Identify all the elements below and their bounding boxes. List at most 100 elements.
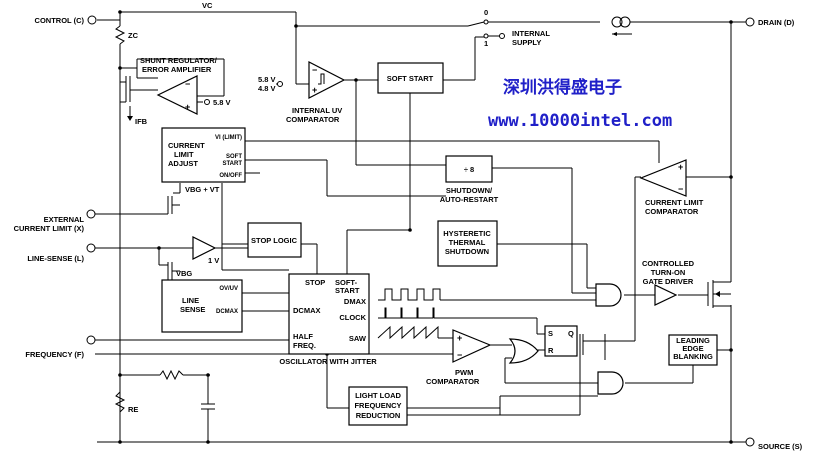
light-load-freq-block [348,386,408,426]
current-limit-adjust-block [161,127,246,183]
shunt-regulator-label-1: SHUNT REGULATOR/ [140,56,218,65]
osc-softstart-label-2: START [335,286,360,295]
clc-label-1: CURRENT LIMIT [645,198,704,207]
soft-start-label: SOFT START [387,74,434,83]
cla-label-1: CURRENT [168,141,205,150]
and-gate-bottom [597,371,624,395]
leb-label-1: LEADING [676,336,710,345]
osc-title-label: OSCILLATOR WITH JITTER [279,357,377,366]
shunt-ref-label: 5.8 V [213,98,231,107]
osc-saw-label: SAW [349,334,367,343]
leb-label-3: BLANKING [673,352,713,361]
ls-label-1: LINE [182,296,199,305]
stop-logic-label: STOP LOGIC [251,236,298,245]
switch-1-label: 1 [484,39,488,48]
stop-logic-block [247,222,302,258]
pwm-label-1: PWM [455,368,473,377]
re-label: RE [128,405,138,414]
ext-current-limit-label-2: CURRENT LIMIT (X) [14,224,85,233]
gate-driver [654,284,678,306]
drain-pin-label: DRAIN (D) [758,18,795,27]
thermal-shutdown-block [437,220,498,267]
ctgd-label-3: GATE DRIVER [643,277,694,286]
svg-text:+: + [312,85,317,95]
oscillator-block [288,273,370,355]
line-sense-pin-label: LINE-SENSE (L) [27,254,84,263]
llfr-label-2: FREQUENCY [354,401,401,410]
svg-text:−: − [678,184,683,194]
svg-text:+: + [678,162,683,172]
soft-start-block [377,62,444,94]
uv-ref-label-1: 5.8 V [258,75,276,84]
ctgd-label-1: CONTROLLED [642,259,695,268]
llfr-label-1: LIGHT LOAD [355,391,401,400]
vbg-vt-label: VBG + VT [185,185,220,194]
control-pin [87,15,97,25]
wires [95,11,746,443]
ls-label-2: SENSE [180,305,205,314]
svg-text:+: + [185,102,190,112]
svg-text:−: − [457,350,462,360]
clc-label-2: COMPARATOR [645,207,699,216]
internal-supply-label-2: SUPPLY [512,38,541,47]
line-sense-buffer [192,236,217,260]
internal-uv-comparator [308,61,346,99]
pwm-comparator [452,329,492,363]
ext-current-limit-label-1: EXTERNAL [44,215,85,224]
pins [86,15,755,447]
zc-label: ZC [128,31,139,40]
svg-text:−: − [185,79,190,89]
vc-label: VC [202,1,213,10]
svg-text:−: − [312,65,317,75]
cla-label-2: LIMIT [174,150,194,159]
or-gate [508,338,539,364]
leading-edge-blanking-block [668,334,718,366]
frequency-pin [86,335,96,345]
ls-ovuv-label: OV/UV [219,286,238,292]
hyst-label-1: HYSTERETIC [443,229,491,238]
control-pin-label: CONTROL (C) [35,16,85,25]
ff-q-label: Q [568,329,574,338]
cla-onoff-label: ON/OFF [219,173,242,179]
hyst-label-3: SHUTDOWN [445,247,489,256]
osc-dmax-label: DMAX [344,297,366,306]
shutdown-label-1: SHUTDOWN/ [446,186,493,195]
uv-comparator-label-2: COMPARATOR [286,115,340,124]
switch-0-label: 0 [484,8,488,17]
hyst-label-2: THERMAL [449,238,486,247]
current-limit-comparator [639,159,687,197]
divide-by-8-label: ÷ 8 [464,165,474,174]
ff-s-label: S [548,329,553,338]
svg-text:+: + [457,333,462,343]
leb-label-2: EDGE [682,344,703,353]
uv-comparator-label-1: INTERNAL UV [292,106,342,115]
cla-softstart-label-2: START [222,161,242,167]
junctions [118,10,733,444]
osc-clock-label: CLOCK [339,313,366,322]
watermark-url: www.10000intel.com [488,111,672,131]
shunt-regulator-label-2: ERROR AMPLIFIER [142,65,212,74]
osc-half-label-2: FREQ. [293,341,316,350]
ctgd-label-2: TURN-ON [651,268,686,277]
uv-ref-label-2: 4.8 V [258,84,276,93]
source-pin-label: SOURCE (S) [758,442,803,451]
osc-softstart-label-1: SOFT- [335,278,358,287]
ref-1v-label: 1 V [208,256,219,265]
line-sense-block [161,279,243,333]
source-pin [745,437,755,447]
osc-half-label-1: HALF [293,332,313,341]
cla-label-3: ADJUST [168,159,198,168]
ifb-label: IFB [135,117,148,126]
and-gate-top [595,283,622,307]
llfr-label-3: REDUCTION [356,411,401,420]
shunt-error-amplifier [156,75,198,115]
osc-dcmax-in-label: DCMAX [293,306,321,315]
osc-stop-label: STOP [305,278,325,287]
ext-current-limit-pin [86,209,96,219]
watermark-chinese: 深圳洪得盛电子 [503,77,622,98]
line-sense-pin [86,243,96,253]
cla-vlimit-label: VI (LIMIT) [215,135,242,141]
shutdown-label-2: AUTO-RESTART [440,195,499,204]
frequency-pin-label: FREQUENCY (F) [25,350,84,359]
